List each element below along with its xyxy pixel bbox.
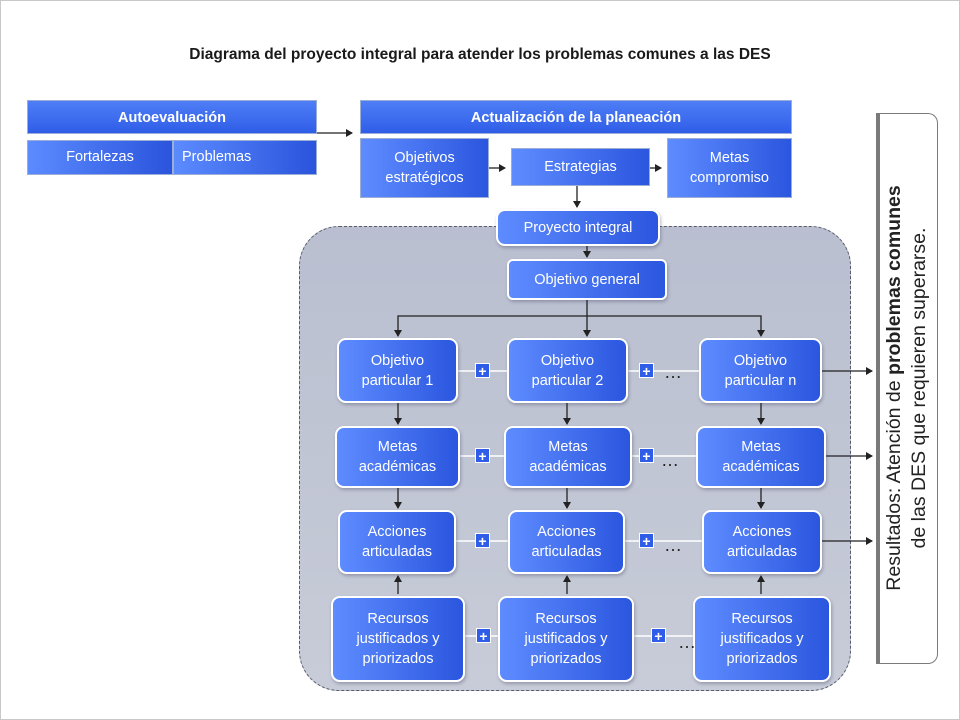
plus-icon: + — [476, 628, 491, 643]
recursos-1: Recursos justificados y priorizados — [331, 596, 465, 682]
plus-icon: + — [651, 628, 666, 643]
problemas-box: Problemas — [173, 140, 317, 175]
ellipsis: … — [678, 632, 697, 652]
acciones-articuladas-n: Acciones articuladas — [702, 510, 822, 574]
proyecto-integral-box: Proyecto integral — [496, 209, 660, 246]
objetivo-particular-1: Objetivo particular 1 — [337, 338, 458, 403]
acciones-articuladas-2: Acciones articuladas — [508, 510, 625, 574]
results-line2: de las DES que requieren superarse. — [908, 227, 930, 549]
plus-icon: + — [475, 363, 490, 378]
estrategias-box: Estrategias — [511, 148, 650, 186]
ellipsis: … — [661, 450, 680, 470]
plus-icon: + — [475, 533, 490, 548]
plus-icon: + — [639, 448, 654, 463]
plus-icon: + — [475, 448, 490, 463]
ellipsis: … — [664, 362, 683, 382]
objetivos-estrategicos-box: Objetivos estratégicos — [360, 138, 489, 198]
results-text: Resultados: Atención de problemas comune… — [882, 118, 932, 658]
objetivo-particular-n: Objetivo particular n — [699, 338, 822, 403]
results-bracket — [878, 113, 938, 664]
acciones-articuladas-1: Acciones articuladas — [338, 510, 456, 574]
recursos-n: Recursos justificados y priorizados — [693, 596, 831, 682]
diagram-title: Diagrama del proyecto integral para aten… — [189, 46, 771, 63]
results-prefix: Resultados: Atención de — [883, 374, 905, 591]
results-bold: problemas comunes — [883, 185, 905, 375]
fortalezas-box: Fortalezas — [27, 140, 173, 175]
plus-icon: + — [639, 533, 654, 548]
metas-academicas-1: Metas académicas — [335, 426, 460, 488]
metas-compromiso-box: Metas compromiso — [667, 138, 792, 198]
objetivo-general-box: Objetivo general — [507, 259, 667, 300]
recursos-2: Recursos justificados y priorizados — [498, 596, 634, 682]
objetivo-particular-2: Objetivo particular 2 — [507, 338, 628, 403]
metas-academicas-n: Metas académicas — [696, 426, 826, 488]
results-bar — [876, 113, 880, 664]
ellipsis: … — [664, 535, 683, 555]
metas-academicas-2: Metas académicas — [504, 426, 632, 488]
autoevaluacion-header: Autoevaluación — [27, 100, 317, 134]
planeacion-header: Actualización de la planeación — [360, 100, 792, 134]
plus-icon: + — [639, 363, 654, 378]
